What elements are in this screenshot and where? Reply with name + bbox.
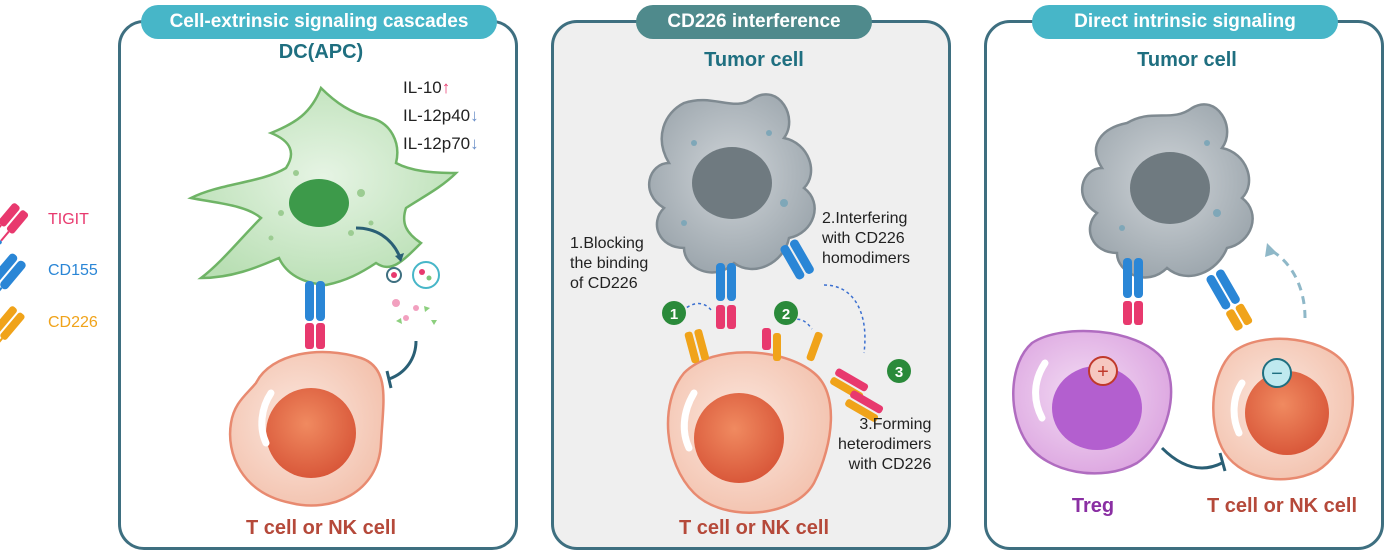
treg-inhibition-arrow bbox=[1160, 446, 1223, 470]
panel-intrinsic: + − Direct intrinsic signaling Tumor cel… bbox=[984, 5, 1384, 550]
svg-text:2: 2 bbox=[782, 306, 790, 323]
badge-1: 1 bbox=[662, 301, 686, 325]
legend-icons bbox=[0, 203, 29, 347]
cd155-receptor bbox=[305, 281, 325, 321]
cytokine-il10: IL-10↑ bbox=[403, 78, 451, 97]
legend-cd226-label: CD226 bbox=[48, 314, 98, 331]
panel2-art: 1 2 3 bbox=[647, 93, 911, 514]
minus-icon: − bbox=[1262, 358, 1292, 388]
badge-2: 2 bbox=[774, 301, 798, 325]
legend-tigit-label: TIGIT bbox=[48, 211, 89, 228]
panel-extrinsic: Cell-extrinsic signaling cascades DC(APC… bbox=[118, 5, 518, 550]
panel1-art bbox=[187, 85, 460, 507]
badge-3: 3 bbox=[887, 359, 911, 383]
svg-text:+: + bbox=[1097, 361, 1109, 383]
treg-label: Treg bbox=[1071, 495, 1115, 517]
t-cell-label-1: T cell or NK cell bbox=[245, 517, 397, 539]
dc-label: DC(APC) bbox=[278, 41, 364, 63]
cd226-legend-icon bbox=[0, 306, 25, 347]
tumor-label-3: Tumor cell bbox=[1137, 49, 1237, 71]
t-cell-label-2: T cell or NK cell bbox=[678, 517, 830, 539]
svg-text:1: 1 bbox=[670, 306, 678, 323]
panel3-art: + − bbox=[1012, 103, 1355, 481]
tumor-nucleus bbox=[692, 147, 772, 219]
cd155-legend-icon bbox=[0, 253, 26, 296]
tigit-receptor bbox=[305, 323, 325, 349]
inhibition-arrow bbox=[388, 340, 418, 381]
panel3-banner: Direct intrinsic signaling bbox=[1032, 5, 1338, 39]
t-cell-nucleus bbox=[266, 388, 356, 478]
tumor-label-2: Tumor cell bbox=[704, 49, 804, 71]
panel2-banner: CD226 interference bbox=[636, 5, 872, 39]
legend-cd155-label: CD155 bbox=[48, 262, 98, 279]
tigit-legend-icon bbox=[0, 203, 29, 245]
cytokine-il12p40: IL-12p40↓ bbox=[403, 106, 479, 125]
t-cell-label-3: T cell or NK cell bbox=[1206, 495, 1358, 517]
cytokine-il12p70: IL-12p70↓ bbox=[403, 134, 479, 153]
panel-cd226-interference: 1 2 3 CD226 interference Tumor cell 1.Bl… bbox=[551, 5, 951, 550]
panel1-banner: Cell-extrinsic signaling cascades bbox=[141, 5, 497, 39]
svg-text:3: 3 bbox=[895, 364, 903, 381]
svg-text:−: − bbox=[1271, 363, 1283, 385]
dc-nucleus bbox=[289, 179, 349, 227]
plus-icon: + bbox=[1088, 356, 1118, 386]
